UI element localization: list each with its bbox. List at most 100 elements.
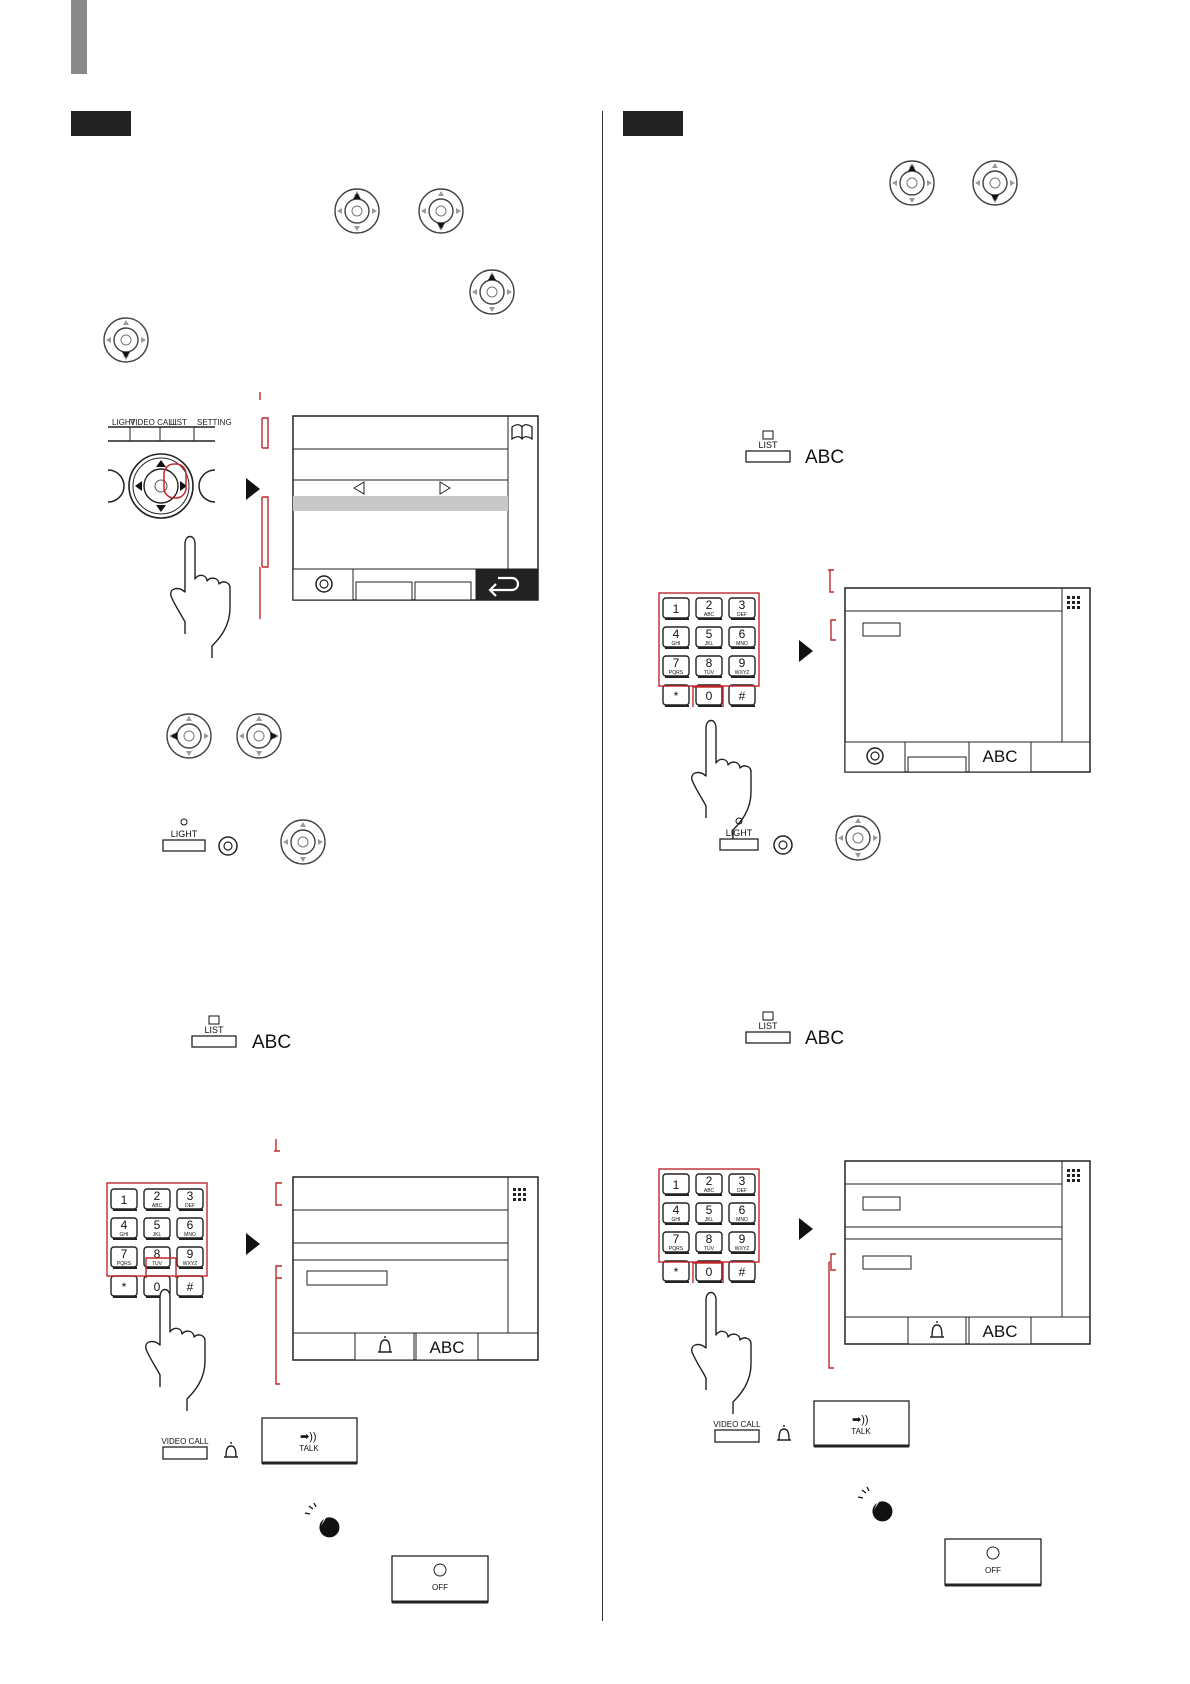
keypad-key-label: 1 — [673, 1178, 680, 1192]
keypad-key-label: 9 — [187, 1247, 194, 1261]
keypad-key-label: 6 — [739, 627, 746, 641]
keypad-key-1: 1 — [662, 1173, 690, 1196]
svg-text:➡)): ➡)) — [852, 1414, 869, 1426]
nav-pad-up-icon — [469, 269, 515, 315]
talk-button-icon: TALK ➡)) — [813, 1400, 910, 1448]
keypad-key-1: 1 — [110, 1188, 138, 1211]
svg-text:ABC: ABC — [983, 747, 1018, 766]
book-icon — [511, 424, 533, 441]
list-button-icon: LIST — [745, 1011, 791, 1044]
keypad-key-star: * — [110, 1275, 138, 1298]
svg-text:LIST: LIST — [758, 1021, 778, 1031]
keypad-key-label: 8 — [706, 1232, 713, 1246]
keypad-key-star: * — [662, 684, 690, 707]
video-call-button-icon: VIDEO CALL — [713, 1420, 761, 1443]
keypad-key-label: 7 — [673, 656, 680, 670]
keypad-key-hash: # — [176, 1275, 204, 1298]
monitor-screen-search: ABC — [844, 587, 1091, 773]
keypad-key-label: 3 — [739, 598, 746, 612]
svg-text:ABC: ABC — [430, 1338, 465, 1357]
keypad-key-label: 6 — [739, 1203, 746, 1217]
svg-text:TALK: TALK — [851, 1427, 871, 1436]
keypad-grid-icon — [1067, 1169, 1080, 1182]
back-icon — [488, 576, 520, 597]
keypad-key-label: 5 — [706, 1203, 713, 1217]
keypad-key-sublabel: PQRS — [117, 1261, 132, 1267]
keypad-key-sublabel: WXYZ — [183, 1261, 197, 1267]
keypad-key-label: 5 — [154, 1218, 161, 1232]
keypad-key-sublabel: WXYZ — [735, 1246, 749, 1252]
keypad-key-label: 5 — [706, 627, 713, 641]
video-call-key-label: VIDEO CALL — [130, 418, 178, 427]
keypad-key-label: 7 — [121, 1247, 128, 1261]
column-divider — [602, 111, 603, 1621]
nav-pad-center-icon — [280, 819, 326, 865]
nav-pad-up-icon — [889, 160, 935, 206]
svg-text:OFF: OFF — [985, 1566, 1001, 1575]
keypad-key-label: # — [739, 689, 746, 703]
abc-label: ABC — [805, 1028, 844, 1049]
step-header-right — [623, 111, 683, 136]
keypad-grid-icon — [1067, 596, 1080, 609]
arrow-right-icon — [246, 1233, 260, 1255]
monitor-screen-search: ABC — [844, 1160, 1091, 1345]
keypad-key-label: 9 — [739, 656, 746, 670]
abc-label: ABC — [805, 447, 844, 468]
select-button-icon — [773, 835, 793, 855]
light-button-icon: LIGHT — [162, 818, 206, 852]
call-indicator-icon — [857, 1486, 893, 1522]
keypad-key-sublabel: DEF — [737, 1188, 747, 1194]
callout-bracket — [259, 392, 269, 619]
keypad-key-label: 1 — [673, 602, 680, 616]
arrow-right-icon — [799, 640, 813, 662]
keypad-key-sublabel: PQRS — [669, 670, 684, 676]
keypad-key-0: 0 — [695, 684, 723, 707]
keypad-key-sublabel: GHI — [672, 641, 681, 647]
keypad-key-label: 3 — [187, 1189, 194, 1203]
nav-pad-down-icon — [418, 188, 464, 234]
monitor-screen-list — [292, 415, 539, 601]
svg-text:ABC: ABC — [983, 1322, 1018, 1341]
list-button-icon: LIST — [745, 430, 791, 463]
keypad-key-label: 0 — [706, 689, 713, 703]
svg-text:LIGHT: LIGHT — [726, 828, 753, 838]
light-key-label: LIGHT — [112, 418, 136, 427]
keypad-key-label: 8 — [154, 1247, 161, 1261]
svg-text:VIDEO CALL: VIDEO CALL — [161, 1437, 209, 1446]
keypad-key-label: 4 — [673, 1203, 680, 1217]
keypad-key-label: * — [674, 689, 679, 703]
keypad-key-hash: # — [728, 1260, 756, 1283]
keypad-key-label: 2 — [706, 1174, 713, 1188]
light-button-icon: LIGHT — [719, 817, 759, 851]
keypad-key-label: 7 — [673, 1232, 680, 1246]
callout-bracket — [274, 1139, 282, 1385]
keypad-key-label: * — [674, 1265, 679, 1279]
nav-pad-left-icon — [166, 713, 212, 759]
arrow-right-icon — [246, 478, 260, 500]
keypad-key-label: * — [122, 1280, 127, 1294]
keypad-key-sublabel: TUV — [152, 1261, 163, 1267]
svg-text:OFF: OFF — [432, 1583, 448, 1592]
off-button-icon: OFF — [391, 1555, 489, 1604]
keypad-key-0: 0 — [695, 1260, 723, 1283]
svg-text:LIST: LIST — [204, 1025, 224, 1035]
keypad-key-sublabel: TUV — [704, 670, 715, 676]
keypad-key-sublabel: MNO — [736, 641, 748, 647]
